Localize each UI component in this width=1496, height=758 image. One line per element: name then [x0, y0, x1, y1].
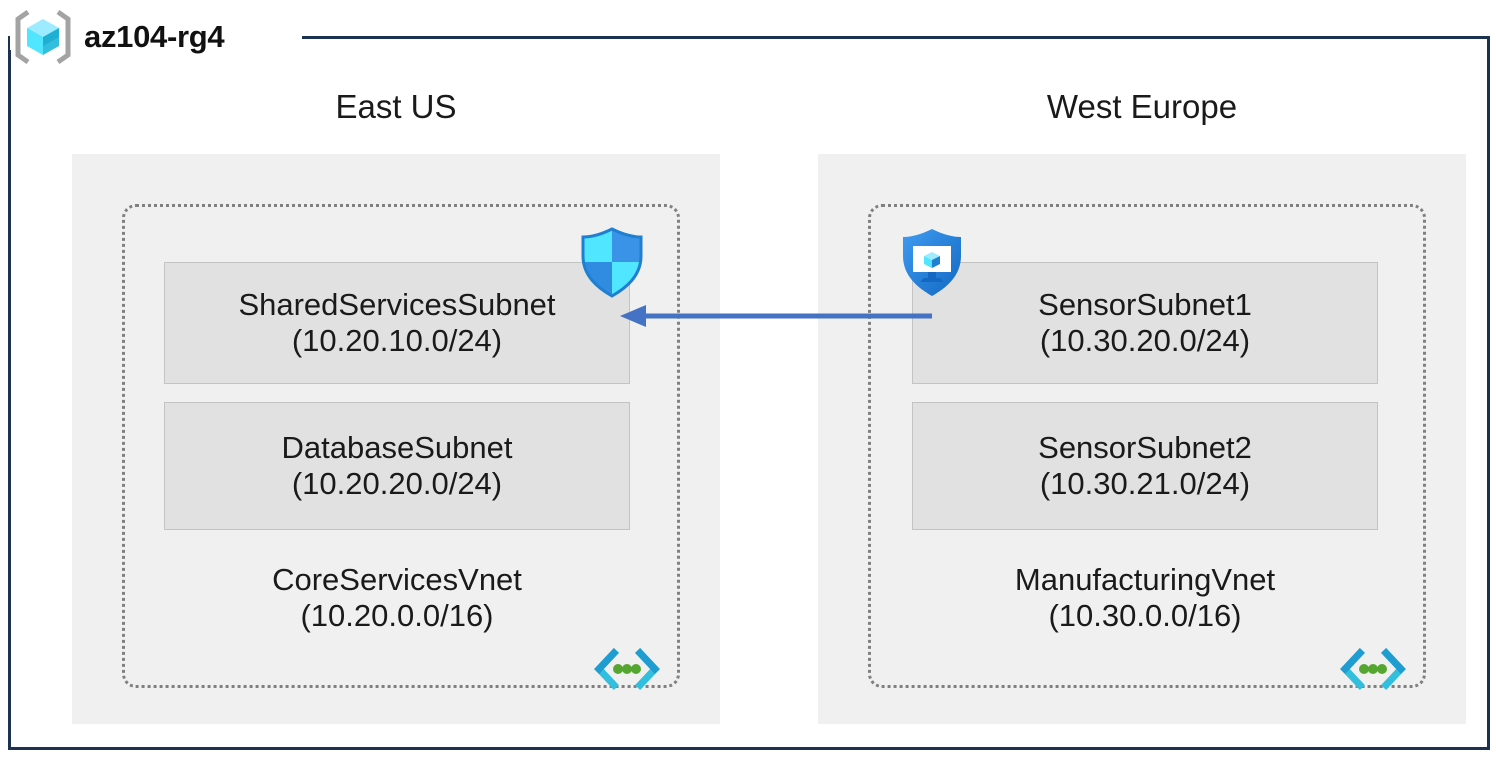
vnet-box-coreservicesvnet [122, 204, 680, 688]
subnet-name: SensorSubnet1 [1038, 287, 1252, 323]
vnet-caption-coreservicesvnet: CoreServicesVnet (10.20.0.0/16) [164, 562, 630, 634]
vnet-name: CoreServicesVnet [272, 562, 522, 597]
resource-group-title: az104-rg4 [12, 8, 225, 66]
virtual-network-icon [592, 648, 662, 690]
subnet-sharedservicessubnet[interactable]: SharedServicesSubnet (10.20.10.0/24) [164, 262, 630, 384]
application-security-group-shield-icon [898, 226, 966, 298]
region-label-east-us: East US [335, 88, 457, 125]
vnet-cidr: (10.20.0.0/16) [300, 597, 494, 633]
vnet-peering-arrow [620, 302, 932, 330]
subnet-cidr: (10.20.10.0/24) [291, 323, 503, 358]
vnet-caption-manufacturingvnet: ManufacturingVnet (10.30.0.0/16) [912, 562, 1378, 634]
resource-group-cube-icon [12, 9, 74, 65]
subnet-cidr: (10.30.21.0/24) [1039, 466, 1251, 501]
subnet-name: SensorSubnet2 [1038, 430, 1252, 466]
subnet-databasesubnet[interactable]: DatabaseSubnet (10.20.20.0/24) [164, 402, 630, 530]
vnet-name: ManufacturingVnet [1014, 562, 1276, 597]
subnet-sensorsubnet1[interactable]: SensorSubnet1 (10.30.20.0/24) [912, 262, 1378, 384]
subnet-cidr: (10.30.20.0/24) [1039, 323, 1251, 358]
subnet-sensorsubnet2[interactable]: SensorSubnet2 (10.30.21.0/24) [912, 402, 1378, 530]
subnet-name: DatabaseSubnet [281, 430, 513, 466]
subnet-cidr: (10.20.20.0/24) [291, 466, 503, 501]
vnet-box-manufacturingvnet [868, 204, 1426, 688]
vnet-cidr: (10.30.0.0/16) [1048, 597, 1242, 633]
region-label-west-europe: West Europe [1046, 88, 1238, 125]
subnet-name: SharedServicesSubnet [238, 287, 556, 323]
virtual-network-icon [1338, 648, 1408, 690]
resource-group-name: az104-rg4 [84, 19, 225, 54]
network-security-group-shield-icon [578, 226, 646, 298]
